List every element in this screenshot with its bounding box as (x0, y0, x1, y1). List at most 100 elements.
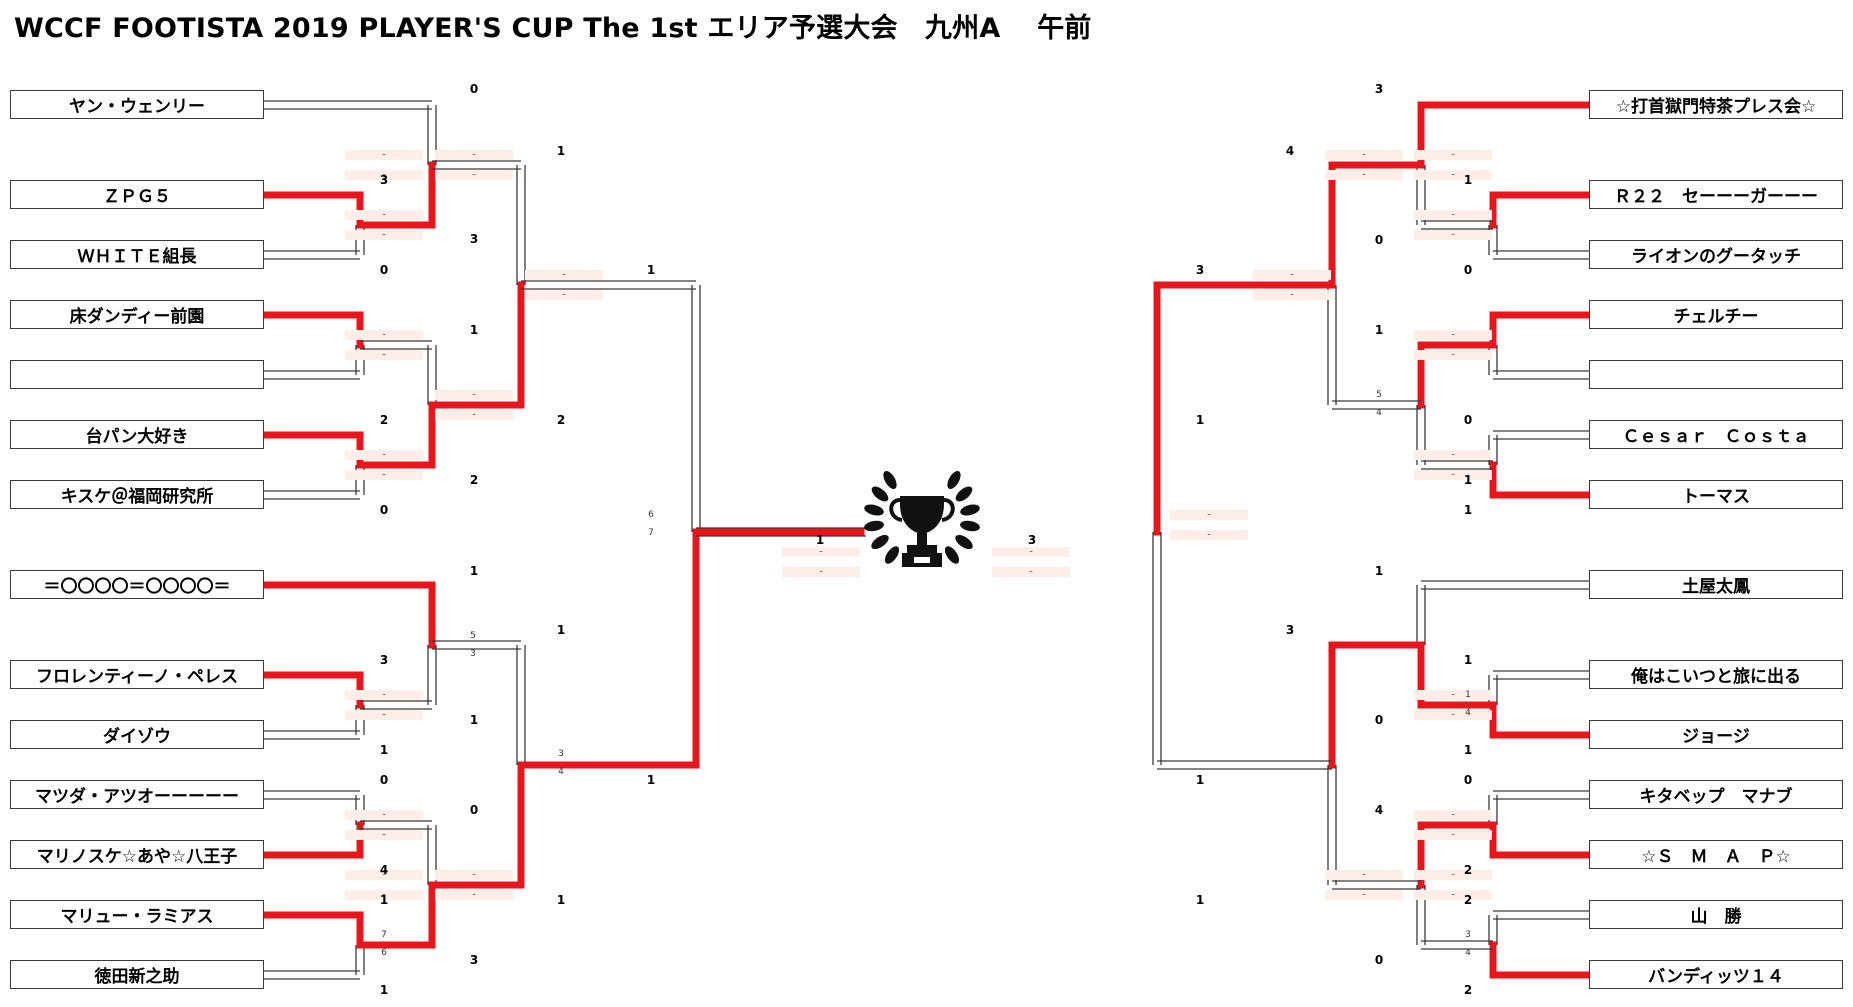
score-label: 0 (1463, 263, 1473, 277)
pk-band (1414, 210, 1492, 220)
score-label: 4 (379, 863, 389, 877)
pk-band (1253, 290, 1331, 300)
pk-band (345, 330, 423, 340)
pk-score: 7 (381, 930, 387, 940)
score-label: 0 (379, 503, 389, 517)
pk-band (1414, 350, 1492, 360)
pk-dash: - (1451, 809, 1455, 821)
pk-dash: - (382, 809, 386, 821)
score-label: 3 (1195, 263, 1205, 277)
pk-score: 4 (1465, 948, 1471, 958)
left-player-box: 台パン大好き (10, 420, 264, 449)
pk-dash: - (1290, 269, 1294, 281)
pk-dash: - (1362, 889, 1366, 901)
pk-band (1414, 150, 1492, 160)
score-label: 0 (1374, 953, 1384, 967)
pk-dash: - (1451, 169, 1455, 181)
pk-band (345, 450, 423, 460)
pk-band (1414, 230, 1492, 240)
score-label: 1 (379, 983, 389, 997)
score-label: 3 (379, 173, 389, 187)
score-label: 3 (1285, 623, 1295, 637)
pk-dash: - (1207, 529, 1211, 541)
right-player-box: キタベップ マナブ (1589, 780, 1843, 809)
pk-band (1170, 510, 1248, 520)
right-player-box: 土屋太鳳 (1589, 570, 1843, 599)
left-player-box: ＝〇〇〇〇＝〇〇〇〇＝ (10, 570, 264, 599)
pk-band (435, 150, 513, 160)
score-label: 1 (1195, 893, 1205, 907)
pk-dash: - (1451, 349, 1455, 361)
right-player-box: ライオンのグータッチ (1589, 240, 1843, 269)
score-label: 2 (469, 473, 479, 487)
score-label: 1 (1463, 743, 1473, 757)
pk-band (1253, 270, 1331, 280)
score-label: 1 (1195, 773, 1205, 787)
pk-score: 1 (1465, 690, 1471, 700)
right-player-box (1589, 360, 1843, 389)
pk-dash: - (1029, 546, 1033, 558)
pk-score: 3 (470, 649, 476, 659)
score-label: 1 (556, 893, 566, 907)
pk-dash: - (382, 449, 386, 461)
pk-dash: - (1451, 149, 1455, 161)
pk-band (1414, 450, 1492, 460)
score-label: 0 (1463, 773, 1473, 787)
pk-dash: - (382, 869, 386, 881)
pk-dash: - (382, 829, 386, 841)
pk-band (1414, 810, 1492, 820)
score-label: 1 (815, 533, 825, 547)
pk-dash: - (562, 269, 566, 281)
score-label: 1 (1463, 503, 1473, 517)
pk-band (435, 410, 513, 420)
left-player-box (10, 360, 264, 389)
pk-dash: - (562, 289, 566, 301)
pk-score: 6 (381, 948, 387, 958)
left-player-box: 徳田新之助 (10, 960, 264, 989)
left-player-box: 床ダンディー前園 (10, 300, 264, 329)
score-label: 1 (1374, 564, 1384, 578)
pk-band (1414, 170, 1492, 180)
score-label: 0 (1463, 413, 1473, 427)
pk-band (345, 470, 423, 480)
left-player-box: ＷＨＩＴＥ組長 (10, 240, 264, 269)
score-label: 4 (1374, 803, 1384, 817)
score-label: 1 (469, 564, 479, 578)
pk-dash: - (1451, 829, 1455, 841)
score-label: 1 (1374, 323, 1384, 337)
pk-band (1414, 330, 1492, 340)
score-label: 0 (379, 773, 389, 787)
pk-dash: - (1451, 889, 1455, 901)
pk-band (992, 547, 1070, 557)
pk-band (782, 567, 860, 577)
pk-band (345, 230, 423, 240)
pk-band (345, 810, 423, 820)
score-label: 4 (1285, 144, 1295, 158)
pk-dash: - (472, 389, 476, 401)
pk-band (345, 830, 423, 840)
pk-dash: - (382, 469, 386, 481)
pk-band (1414, 870, 1492, 880)
score-label: 3 (379, 653, 389, 667)
pk-score: 3 (558, 749, 564, 759)
pk-band (525, 290, 603, 300)
pk-dash: - (1029, 566, 1033, 578)
pk-score: 5 (1376, 390, 1382, 400)
score-label: 1 (469, 323, 479, 337)
score-label: 0 (469, 82, 479, 96)
pk-dash: - (1362, 869, 1366, 881)
pk-dash: - (472, 409, 476, 421)
pk-dash: - (1451, 469, 1455, 481)
pk-band (782, 547, 860, 557)
score-label: 3 (469, 953, 479, 967)
pk-dash: - (1362, 149, 1366, 161)
pk-dash: - (1451, 689, 1455, 701)
pk-score: 4 (558, 767, 564, 777)
score-label: 0 (469, 803, 479, 817)
left-player-box: マリノスケ☆あや☆八王子 (10, 840, 264, 869)
left-player-box: ダイゾウ (10, 720, 264, 749)
pk-band (525, 270, 603, 280)
pk-score: 4 (1376, 408, 1382, 418)
score-label: 1 (1195, 413, 1205, 427)
